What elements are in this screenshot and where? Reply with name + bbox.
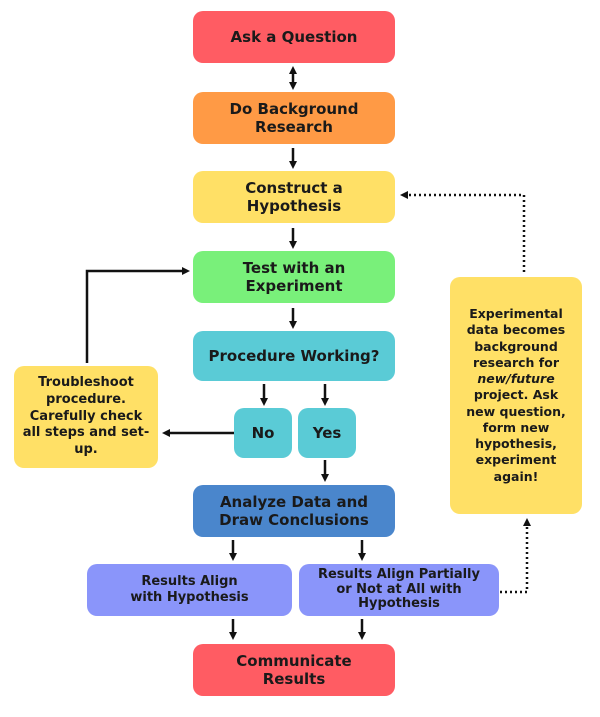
step-analyze-data: Analyze Data and Draw Conclusions <box>193 485 395 537</box>
result-align: Results Align with Hypothesis <box>87 564 292 616</box>
feedback-note-text: Experimental data becomes background res… <box>460 306 572 485</box>
step-construct-hypothesis-label: Construct a Hypothesis <box>245 178 343 215</box>
feedback-note-after: project. Ask new question, form new hypo… <box>466 387 566 484</box>
feedback-note-before: Experimental data becomes background res… <box>466 306 566 370</box>
step-communicate-results: Communicate Results <box>193 644 395 696</box>
dotted-arrow-note-to-hypothesis <box>400 191 526 272</box>
decision-no-label: No <box>251 423 275 442</box>
step-analyze-data-label: Analyze Data and Draw Conclusions <box>219 492 369 529</box>
step-background-research: Do Background Research <box>193 92 395 144</box>
step-procedure-working: Procedure Working? <box>193 331 395 381</box>
step-troubleshoot: Troubleshoot procedure. Carefully check … <box>14 366 158 468</box>
feedback-note: Experimental data becomes background res… <box>450 277 582 514</box>
step-background-research-label: Do Background Research <box>229 99 359 136</box>
arrow-troubleshoot-test <box>85 267 190 363</box>
step-test-experiment-label: Test with an Experiment <box>242 258 346 295</box>
step-ask-question: Ask a Question <box>193 11 395 63</box>
dotted-arrow-partial-to-note <box>500 518 531 594</box>
result-partial-label: Results Align Partially or Not at All wi… <box>317 566 480 612</box>
step-procedure-working-label: Procedure Working? <box>208 346 380 365</box>
decision-no: No <box>234 408 292 458</box>
result-align-label: Results Align with Hypothesis <box>130 574 249 605</box>
step-troubleshoot-label: Troubleshoot procedure. Carefully check … <box>22 374 150 458</box>
decision-yes-label: Yes <box>312 423 342 442</box>
step-communicate-results-label: Communicate Results <box>236 651 352 688</box>
feedback-note-emphasis: new/future <box>477 371 555 387</box>
step-test-experiment: Test with an Experiment <box>193 251 395 303</box>
step-ask-question-label: Ask a Question <box>230 27 358 46</box>
result-partial: Results Align Partially or Not at All wi… <box>299 564 499 616</box>
step-construct-hypothesis: Construct a Hypothesis <box>193 171 395 223</box>
decision-yes: Yes <box>298 408 356 458</box>
